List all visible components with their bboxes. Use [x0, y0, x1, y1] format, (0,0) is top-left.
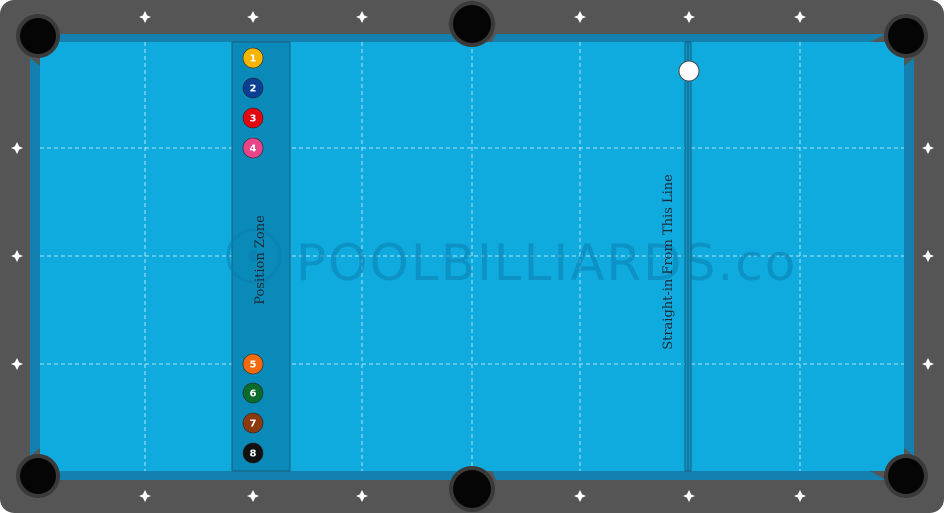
ball-6-center — [247, 387, 259, 399]
diamond-marker — [794, 490, 806, 502]
watermark-logo-dot — [248, 250, 260, 262]
diamond-marker — [574, 11, 586, 23]
diamond-marker — [683, 11, 695, 23]
diamond-marker — [794, 11, 806, 23]
pocket-bottom-middle — [453, 470, 491, 508]
ball-4: 4 — [242, 137, 264, 159]
balls: 1 2 3 4 5 6 7 8 — [242, 47, 264, 464]
ball-2: 2 — [242, 77, 264, 99]
pocket-top-middle — [453, 5, 491, 43]
ball-4-center — [247, 142, 259, 154]
ball-3: 3 — [242, 107, 264, 129]
ball-2-center — [247, 82, 259, 94]
diamond-marker — [11, 142, 23, 154]
diamond-marker — [139, 11, 151, 23]
diamond-marker — [247, 490, 259, 502]
watermark-logo-icon — [226, 228, 282, 284]
ball-1-center — [247, 52, 259, 64]
ball-1-number: 1 — [250, 54, 257, 65]
cushion-bottom-right — [492, 471, 886, 480]
pocket-bottom-right — [888, 458, 924, 494]
diamond-marker — [922, 250, 934, 262]
ball-7-number: 7 — [250, 419, 257, 430]
cushion-right — [904, 58, 914, 456]
ball-2-number: 2 — [250, 84, 257, 95]
diamond-marker — [11, 250, 23, 262]
diamond-marker — [356, 490, 368, 502]
pocket-top-right — [888, 18, 924, 54]
cushion-bottom-left — [40, 471, 470, 480]
ball-5-number: 5 — [250, 360, 257, 371]
ball-5-center — [247, 358, 259, 370]
ball-3-number: 3 — [250, 114, 257, 125]
ball-6-number: 6 — [250, 389, 257, 400]
ball-3-center — [247, 112, 259, 124]
ball-4-number: 4 — [250, 144, 257, 155]
pockets — [16, 1, 928, 512]
ball-1: 1 — [242, 47, 264, 69]
ball-5: 5 — [242, 353, 264, 375]
ball-6: 6 — [242, 382, 264, 404]
diamond-marker — [356, 11, 368, 23]
diamond-marker — [922, 358, 934, 370]
straight-in-line-label: Straight-in From This Line — [661, 174, 676, 350]
cue-ball — [678, 60, 700, 82]
cushion-top-right — [492, 34, 886, 42]
diamond-marker — [247, 11, 259, 23]
ball-7-center — [247, 417, 259, 429]
pocket-bottom-left — [20, 458, 56, 494]
ball-8-center — [247, 447, 259, 459]
cushion-top-left — [40, 34, 470, 42]
diamond-marker — [11, 358, 23, 370]
pocket-top-left — [20, 18, 56, 54]
cushion-left — [30, 58, 40, 456]
diamond-marker — [922, 142, 934, 154]
diamond-marker — [574, 490, 586, 502]
diamonds — [11, 11, 934, 502]
watermark-text: POOLBILLIARDS.co — [296, 234, 797, 292]
diamond-marker — [683, 490, 695, 502]
watermark: POOLBILLIARDS.co — [226, 228, 797, 292]
position-zone-label: Position Zone — [253, 215, 268, 305]
ball-8: 8 — [242, 442, 264, 464]
ball-8-number: 8 — [250, 449, 257, 460]
diamond-marker — [139, 490, 151, 502]
ball-7: 7 — [242, 412, 264, 434]
